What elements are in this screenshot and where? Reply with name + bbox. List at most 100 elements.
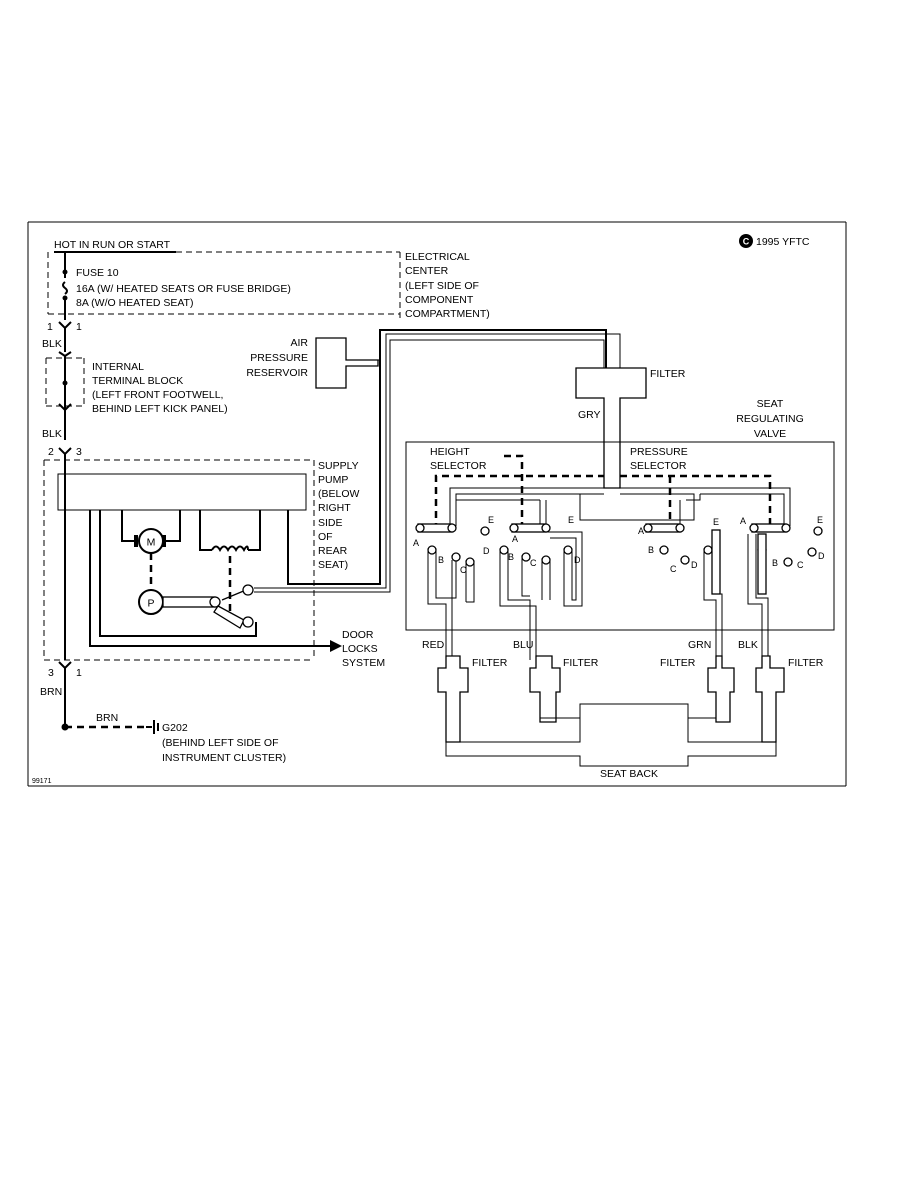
port-b-2: B (508, 552, 514, 562)
pump-label-8: SEAT) (318, 559, 348, 571)
reservoir-label-3: RESERVOIR (246, 367, 308, 379)
fuse-name: FUSE 10 (76, 267, 119, 279)
wire-label-blk-1: BLK (42, 338, 62, 350)
pressure-selector-label-1: PRESSURE (630, 446, 688, 458)
copyright-symbol: C (743, 237, 750, 247)
terminal-block-label-4: BEHIND LEFT KICK PANEL) (92, 403, 228, 415)
seat-regulating-valve: SEAT REGULATING VALVE (405, 398, 835, 631)
hose-blk-label: BLK (738, 639, 758, 651)
port-e-4: E (817, 515, 823, 525)
diagram-frame (27, 221, 847, 787)
door-locks-label-2: LOCKS (342, 643, 378, 655)
pump-label-7: REAR (318, 545, 348, 557)
connector-1-pin-b: 1 (76, 321, 82, 333)
air-pressure-reservoir: AIR PRESSURE RESERVOIR (246, 337, 379, 389)
pump-symbol: P (147, 598, 154, 610)
connector-1: 1 1 BLK (42, 321, 82, 352)
copyright-mark: C 1995 YFTC (739, 234, 810, 248)
port-d-3: D (691, 560, 698, 570)
connector-3-pin: 3 (48, 667, 54, 679)
reservoir-label-1: AIR (290, 337, 308, 349)
port-a-3: A (638, 526, 644, 536)
hose-blu-label: BLU (513, 639, 533, 651)
height-selector-label-1: HEIGHT (430, 446, 470, 458)
connector-1-pin: 1 (47, 321, 53, 333)
electrical-center-label-2: CENTER (405, 265, 449, 277)
hose-red-label: RED (422, 639, 445, 651)
selector-levers (415, 523, 791, 533)
pump-label-5: SIDE (318, 517, 343, 529)
valve-label-1: SEAT (757, 398, 784, 410)
pressure-selector-label-2: SELECTOR (630, 460, 687, 472)
pump-label-3: (BELOW (318, 488, 360, 500)
door-locks-label-1: DOOR (342, 629, 374, 641)
wire-label-blk-2: BLK (42, 428, 62, 440)
supply-pump: M P SUPPLY PUMP (BELOW RIGHT SIDE OF REA… (43, 329, 607, 661)
door-locks-label-3: SYSTEM (342, 657, 385, 669)
pump-label-1: SUPPLY (318, 460, 359, 472)
relay-coil-icon (211, 545, 249, 553)
ground-g202: BRN G202 (BEHIND LEFT SIDE OF INSTRUMENT… (61, 712, 286, 764)
electrical-center-label-3: (LEFT SIDE OF (405, 280, 479, 292)
connector-3: 3 1 BRN (40, 661, 82, 727)
fuse-rating-heated: 16A (W/ HEATED SEATS OR FUSE BRIDGE) (76, 283, 291, 295)
power-feed: HOT IN RUN OR START FUSE 10 16A (W/ HEAT… (47, 239, 490, 320)
port-e-2: E (568, 515, 574, 525)
connector-2-pin-b: 3 (76, 446, 82, 458)
fuse-rating-unheated: 8A (W/O HEATED SEAT) (76, 297, 193, 309)
filter-2-label: FILTER (563, 657, 599, 669)
port-e-1: E (488, 515, 494, 525)
electrical-center-label-5: COMPARTMENT) (405, 308, 490, 320)
port-b-4: B (772, 558, 778, 568)
port-c-3: C (670, 564, 677, 574)
connector-3-pin-b: 1 (76, 667, 82, 679)
height-selector-label-2: SELECTOR (430, 460, 487, 472)
internal-terminal-block: INTERNAL TERMINAL BLOCK (LEFT FRONT FOOT… (42, 351, 228, 440)
port-labels: A E B C D A E B C D A E B C D A E B C D (413, 515, 825, 575)
terminal-block-label-1: INTERNAL (92, 361, 144, 373)
port-a-2: A (512, 534, 518, 544)
port-a-1: A (413, 538, 419, 548)
ground-location-1: (BEHIND LEFT SIDE OF (162, 737, 279, 749)
pump-label-2: PUMP (318, 474, 348, 486)
seat-back-label: SEAT BACK (600, 768, 658, 780)
valve-label-3: VALVE (754, 428, 786, 440)
filter-3-label: FILTER (660, 657, 696, 669)
fuse-symbol (61, 269, 69, 301)
port-d-2: D (574, 555, 581, 565)
bottom-filters: FILTER FILTER FILTER FILTER (437, 655, 824, 743)
copyright-text: 1995 YFTC (756, 236, 810, 248)
door-locks-system: DOOR LOCKS SYSTEM (342, 629, 385, 669)
pressure-selector: PRESSURE SELECTOR (620, 446, 772, 530)
reservoir-label-2: PRESSURE (250, 352, 308, 364)
power-source-label: HOT IN RUN OR START (54, 239, 171, 251)
filter-1-label: FILTER (472, 657, 508, 669)
port-d-4: D (818, 551, 825, 561)
ground-id: G202 (162, 722, 188, 734)
port-a-4: A (740, 516, 746, 526)
wire-label-brn-2: BRN (96, 712, 118, 724)
pump-label-4: RIGHT (318, 502, 351, 514)
port-d-1: D (483, 546, 490, 556)
pump-module-block (57, 473, 307, 511)
main-air-hose (254, 333, 621, 593)
motor-symbol: M (147, 537, 156, 549)
valve-manifold (449, 487, 791, 526)
figure-id: 99171 (32, 778, 52, 785)
port-b-3: B (648, 545, 654, 555)
hose-grn-label: GRN (688, 639, 711, 651)
terminal-block-label-2: TERMINAL BLOCK (92, 375, 183, 387)
top-filter: FILTER GRY (575, 367, 686, 489)
electrical-center-label-1: ELECTRICAL (405, 251, 470, 263)
port-tubes (427, 529, 769, 660)
port-c-2: C (530, 558, 537, 568)
terminal-block-label-3: (LEFT FRONT FOOTWELL, (92, 389, 223, 401)
electrical-center-label-4: COMPONENT (405, 294, 474, 306)
port-c-4: C (797, 560, 804, 570)
ground-location-2: INSTRUMENT CLUSTER) (162, 752, 286, 764)
port-e-3: E (713, 517, 719, 527)
wire-label-brn-1: BRN (40, 686, 62, 698)
hose-color-labels: RED BLU GRN BLK (422, 639, 758, 651)
top-filter-label: FILTER (650, 368, 686, 380)
